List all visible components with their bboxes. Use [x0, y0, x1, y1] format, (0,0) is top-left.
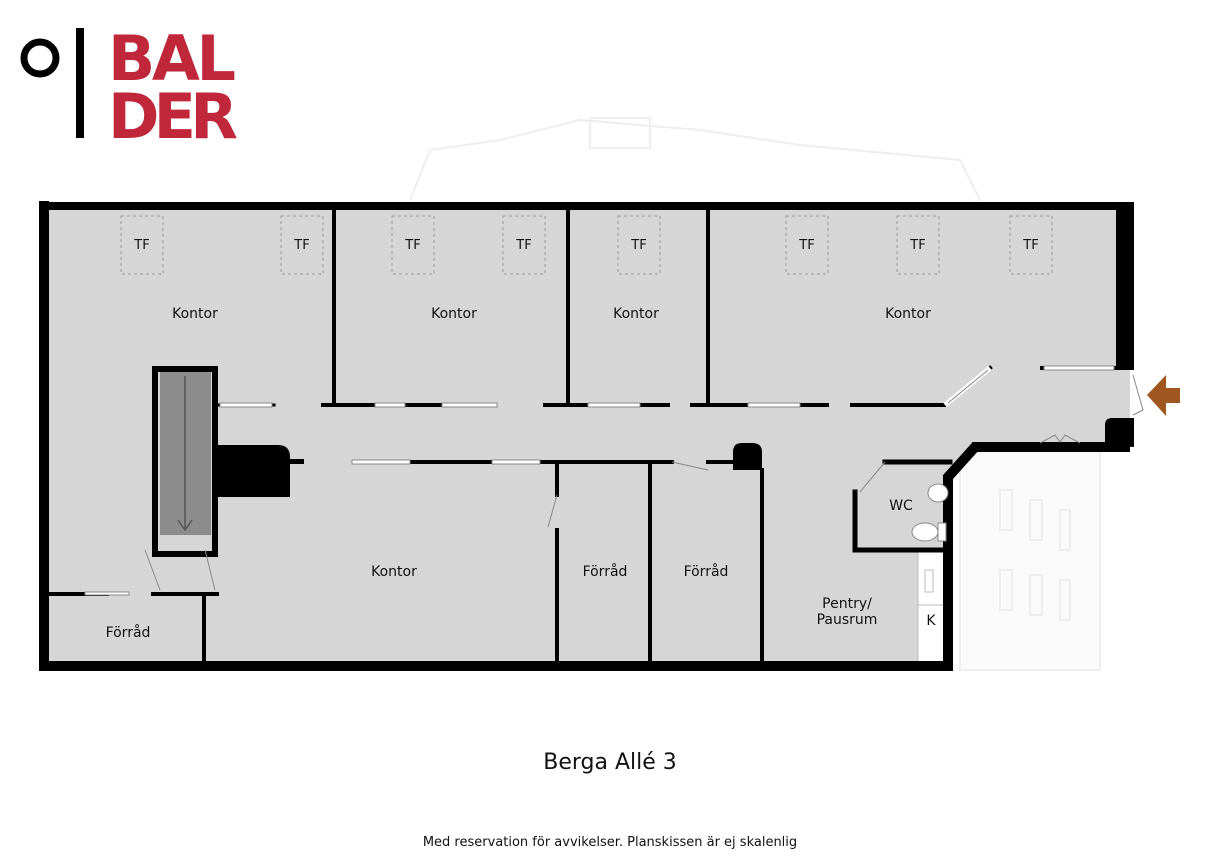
room-labels: Kontor Kontor Kontor Kontor Kontor Förrå…: [106, 306, 937, 641]
svg-text:TF: TF: [515, 238, 531, 253]
svg-text:TF: TF: [1022, 238, 1038, 253]
room-label-forrad: Förråd: [583, 563, 628, 580]
room-label-wc: WC: [889, 498, 913, 514]
svg-text:TF: TF: [404, 238, 420, 253]
background-building-sketch: [409, 117, 1101, 671]
room-label-kontor: Kontor: [371, 564, 417, 580]
staircase: [152, 366, 218, 557]
pillar: [733, 443, 762, 470]
balder-logo: BAL DER: [20, 22, 240, 153]
kitchen-counter: [917, 549, 947, 667]
tf-labels: TF TF TF TF TF TF TF TF: [133, 238, 1038, 253]
room-label-kontor: Kontor: [172, 306, 218, 322]
property-title: Berga Allé 3: [543, 750, 677, 775]
svg-text:TF: TF: [630, 238, 646, 253]
room-label-kontor: Kontor: [885, 306, 931, 322]
doors: [84, 365, 1144, 596]
room-label-forrad: Förråd: [106, 624, 151, 641]
room-label-kontor: Kontor: [431, 306, 477, 322]
room-label-kitchen: K: [926, 613, 936, 629]
svg-text:TF: TF: [909, 238, 925, 253]
walls: [39, 201, 1134, 671]
room-label-pentry: Pentry/: [822, 596, 872, 612]
shaft-block: [217, 445, 290, 497]
entrance-arrow-icon: [1147, 375, 1180, 416]
svg-text:TF: TF: [798, 238, 814, 253]
tf-boxes: [120, 215, 1053, 275]
svg-text:TF: TF: [133, 238, 149, 253]
room-label-pausrum: Pausrum: [817, 612, 878, 628]
svg-text:DER: DER: [108, 80, 240, 153]
room-label-forrad: Förråd: [684, 563, 729, 580]
wc-fixtures: [911, 483, 949, 542]
disclaimer: Med reservation för avvikelser. Planskis…: [422, 835, 798, 850]
room-label-kontor: Kontor: [613, 306, 659, 322]
svg-text:TF: TF: [293, 238, 309, 253]
svg-text:BAL: BAL: [108, 22, 238, 95]
